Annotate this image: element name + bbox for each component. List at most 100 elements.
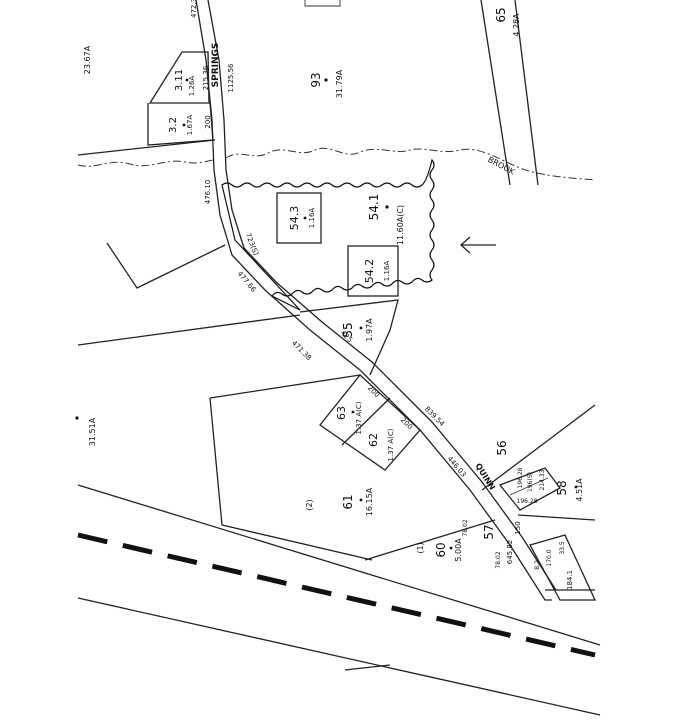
parcel-3-2-label[interactable]: 3.2 1.67A xyxy=(168,115,194,136)
dim-200c: 200 xyxy=(399,416,414,431)
note-2: (2) xyxy=(305,499,314,510)
parcel-93-area: 31.79A xyxy=(335,69,344,98)
parcel-54-3-label[interactable]: 54.3 1.16A xyxy=(288,206,316,231)
parcel-55-label[interactable]: 55 1.97A xyxy=(341,318,374,342)
dim-645: 645.82 xyxy=(506,540,514,565)
parcel-93-label[interactable]: 93 31.79A xyxy=(309,69,344,98)
dim-476: 476.10 xyxy=(204,180,212,205)
parcel-54-2-area: 1.16A xyxy=(383,261,391,282)
parcel-62-id: 62 xyxy=(367,433,380,447)
parcel-57-label[interactable]: 57 xyxy=(482,524,496,539)
parcel-54-1-dot xyxy=(385,205,389,209)
parcel-58-id: 58 xyxy=(555,480,569,495)
parcel-57-id: 57 xyxy=(482,524,496,539)
parcel-58-label[interactable]: 58 4.51A xyxy=(555,478,584,502)
parcel-65-east-line xyxy=(514,0,539,186)
boundary-line-south-2 xyxy=(77,597,601,716)
parcel-31-51-dot xyxy=(75,416,79,420)
dim-477: 477.66 xyxy=(236,270,258,294)
parcel-56-id: 56 xyxy=(495,440,509,455)
parcel-65-id: 65 xyxy=(494,7,508,22)
dim-472: 472.3 xyxy=(190,0,198,18)
parcel-63-area: 1.37 A(C) xyxy=(355,401,363,434)
parcel-54-1-id: 54.1 xyxy=(367,194,381,221)
parcel-60-area: 5.00A xyxy=(454,538,463,562)
dim-200a: 200 xyxy=(204,115,212,128)
parcel-55-dot xyxy=(359,326,363,330)
parcel-63-62-outline xyxy=(319,374,421,471)
parcel-56-label[interactable]: 56 xyxy=(495,440,509,455)
parcel-61-area: 16.15A xyxy=(365,487,374,516)
parcel-57-inner-line xyxy=(509,477,549,496)
springs-road-east-edge xyxy=(207,0,557,591)
dim-78a: 78.02 xyxy=(462,519,469,536)
parcel-55-area: 1.97A xyxy=(365,318,374,342)
dim-196a: 196.28 xyxy=(517,467,524,488)
parcel-3-2-area: 1.67A xyxy=(186,115,194,136)
parcel-54-1-label[interactable]: 54.1 11.60A(C) xyxy=(367,194,405,245)
parcel-61-label[interactable]: 61 16.15A xyxy=(341,487,374,516)
dim-723: 723(S) xyxy=(244,232,260,257)
parcel-line-west-diagonal xyxy=(106,242,226,289)
parcel-54-3-area: 1.16A xyxy=(308,208,316,229)
parcel-56-line xyxy=(481,404,596,491)
dim-150: 150 xyxy=(514,521,522,534)
boundary-tick-bottom xyxy=(344,664,391,671)
parcel-54-1-area: 11.60A(C) xyxy=(396,205,405,245)
dim-471: 471.38 xyxy=(290,339,313,362)
parcel-60-id: 60 xyxy=(434,542,448,557)
parcel-58-south-line xyxy=(517,514,596,521)
parcel-3-11-label[interactable]: 3.11 1.26A xyxy=(174,69,196,96)
parcel-62-label[interactable]: 62 1.37 A(C) xyxy=(367,428,395,461)
parcel-58-dot xyxy=(574,485,578,489)
parcel-63-dot xyxy=(351,410,355,414)
dim-214: 214.33 xyxy=(539,469,546,490)
dim-215: 215.36 xyxy=(202,65,210,90)
parcel-60-dot xyxy=(449,546,453,550)
parcel-54-2-box xyxy=(347,245,399,297)
parcel-58-box xyxy=(529,534,597,601)
parcel-61-id: 61 xyxy=(341,494,355,509)
parcel-3-2-id: 3.2 xyxy=(168,117,179,133)
parcel-93-dot xyxy=(324,78,328,82)
parcel-58-area: 4.51A xyxy=(575,478,584,502)
parcel-65-west-line xyxy=(480,0,511,186)
parcel-57-box xyxy=(498,467,561,511)
parcel-54-1-outline xyxy=(221,158,435,311)
parcel-54-3-dot xyxy=(303,216,307,220)
boundary-line-south-1 xyxy=(77,484,601,646)
parcel-54-3-box xyxy=(276,192,322,244)
boundary-line-55-west xyxy=(77,314,301,346)
parcel-3-11-outline xyxy=(148,51,210,104)
top-box-line xyxy=(304,0,341,7)
parcel-55-outline xyxy=(299,299,399,376)
dim-200b: 200 xyxy=(366,384,381,399)
dim-335: 33.5 xyxy=(559,541,566,555)
parcel-23-67-area: 23.67A xyxy=(83,45,92,74)
parcel-63-62-divider xyxy=(341,397,391,446)
parcel-54-3-id: 54.3 xyxy=(288,206,301,231)
parcel-54-2-id: 54.2 xyxy=(363,259,376,284)
parcel-63-label[interactable]: 63 1.37 A(C) xyxy=(335,401,363,434)
parcel-62-area: 1.37 A(C) xyxy=(387,428,395,461)
parcel-3-11-area: 1.26A xyxy=(188,76,196,97)
parcel-54-2-label[interactable]: 54.2 1.16A xyxy=(363,259,391,284)
dim-1125: 1125.56 xyxy=(227,63,235,92)
parcel-93-id: 93 xyxy=(309,72,323,87)
parcel-60-line xyxy=(364,519,496,561)
parcel-61-north-line xyxy=(209,374,361,399)
parcel-23-67-label[interactable]: 23.67A xyxy=(83,45,92,74)
parcel-60-label[interactable]: 60 5.00A xyxy=(434,538,463,562)
parcel-61-outline xyxy=(209,397,373,561)
parcel-65-label[interactable]: 65 4.28A xyxy=(494,7,521,36)
parcel-3-11-dot xyxy=(185,78,189,82)
parcel-63-id: 63 xyxy=(335,406,348,420)
dim-1700: 170.0 xyxy=(546,549,553,566)
dim-78b: 78.02 xyxy=(495,551,502,568)
dim-196c: 196(S) xyxy=(527,472,534,492)
springs-road-name: SPRINGS xyxy=(211,43,221,88)
parcel-31-51-label[interactable]: 31.51A xyxy=(88,417,97,446)
railroad-line[interactable] xyxy=(77,532,596,658)
